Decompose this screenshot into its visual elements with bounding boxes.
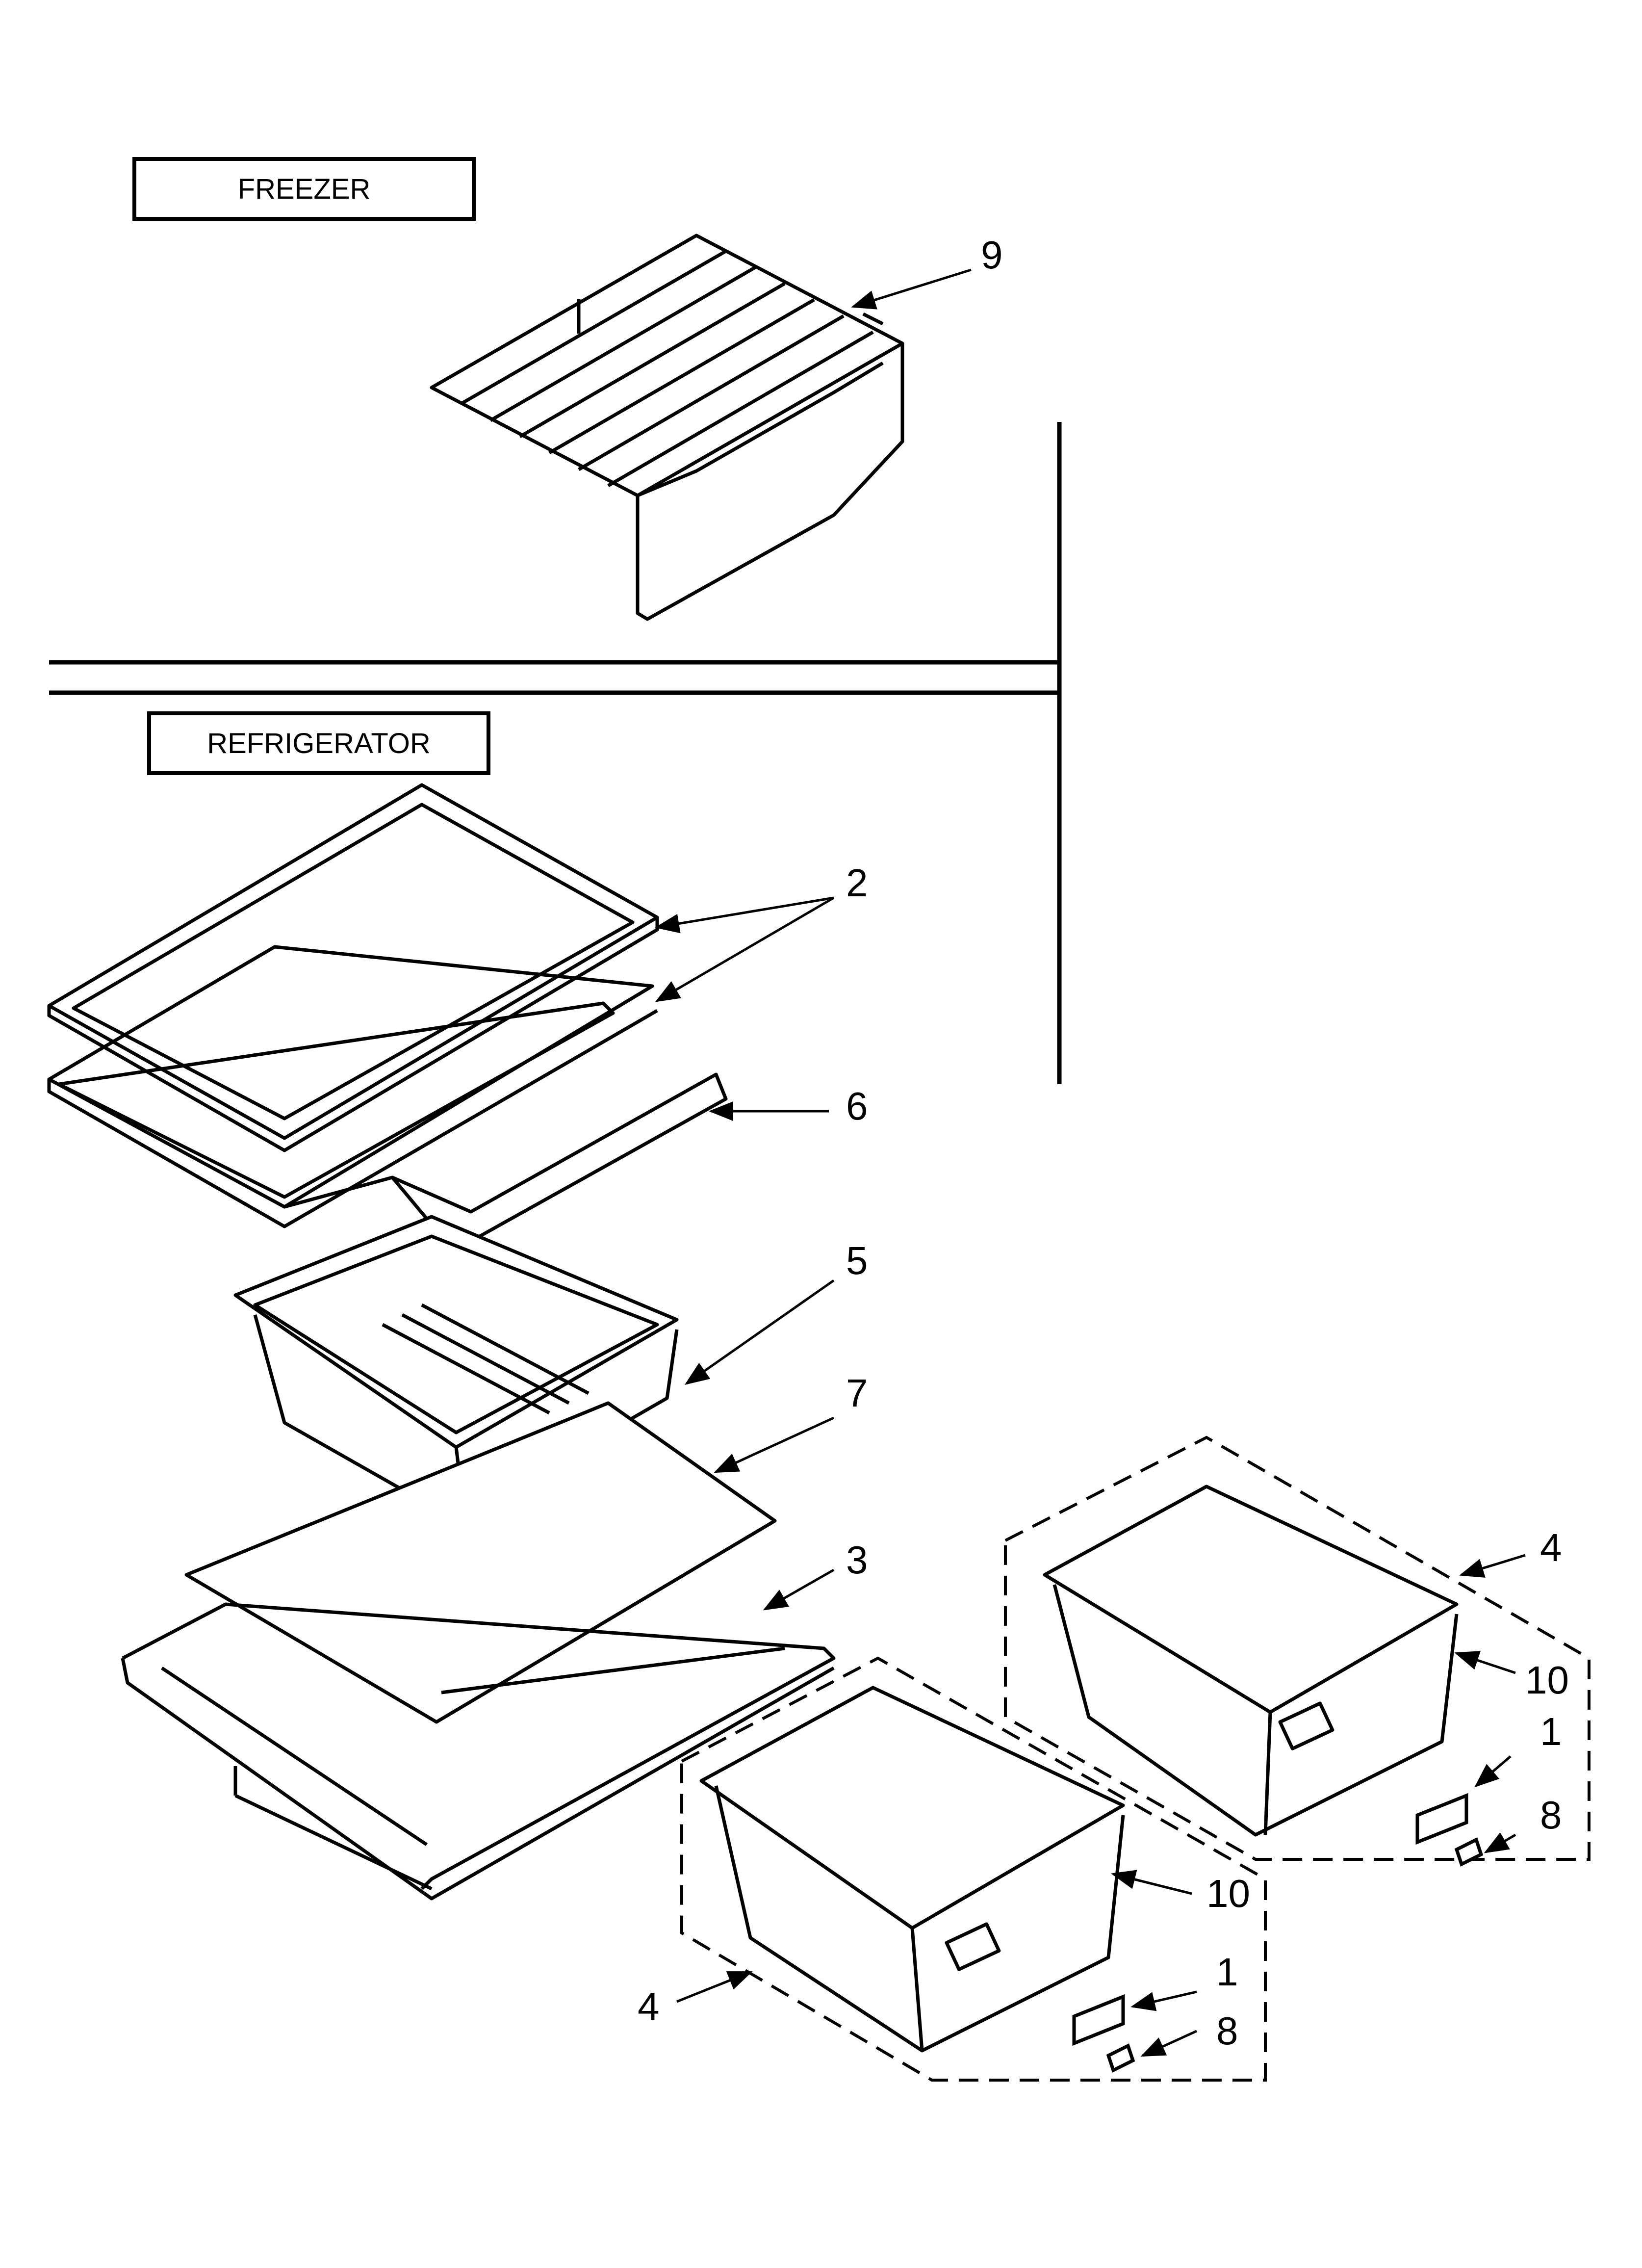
freezer-wire-shelf: [430, 234, 904, 621]
callout-clip-left: 8: [1216, 2009, 1238, 2053]
label-insert-right: [1415, 1793, 1468, 1845]
callout-crisper-frame: 3: [846, 1538, 868, 1582]
crisper-left-group: [680, 1656, 1267, 2082]
glass-shelf-upper: [47, 783, 659, 1152]
callout-shelf-frame: 6: [846, 1084, 868, 1128]
crisper-left-drawer: [699, 1686, 1125, 2053]
callout-crisper-right-set: 4: [1540, 1526, 1562, 1569]
glass-shelf-lower: [47, 945, 658, 1228]
meat-pan-drawer: [233, 1215, 679, 1528]
clip-left: [1106, 2043, 1135, 2073]
crisper-right-group: [1004, 1435, 1591, 1861]
label-insert-left: [1072, 1994, 1125, 2046]
callout-meat-pan: 5: [846, 1239, 868, 1282]
crisper-frame: [121, 1602, 836, 1901]
leader-arrows: [655, 268, 1526, 2057]
callout-clip-right: 8: [1540, 1793, 1562, 1837]
callout-crisper-left-set: 4: [638, 1984, 660, 2028]
callout-glass-shelf: 2: [846, 861, 868, 905]
callout-crisper-right-drawer: 10: [1525, 1658, 1569, 1702]
crisper-cover-glass: [184, 1401, 777, 1724]
callout-crisper-left-drawer: 10: [1206, 1872, 1250, 1915]
section-dividers: [49, 422, 1062, 1084]
clip-right: [1454, 1837, 1484, 1867]
callout-freezer-shelf: 9: [981, 233, 1003, 277]
crisper-right-drawer: [1043, 1485, 1459, 1837]
callout-crisper-cover-glass: 7: [846, 1371, 868, 1415]
freezer-section-label: FREEZER: [132, 157, 476, 221]
callout-label-insert-right: 1: [1540, 1710, 1562, 1753]
callout-label-insert-left: 1: [1216, 1950, 1238, 1994]
refrigerator-section-label: REFRIGERATOR: [147, 711, 490, 775]
